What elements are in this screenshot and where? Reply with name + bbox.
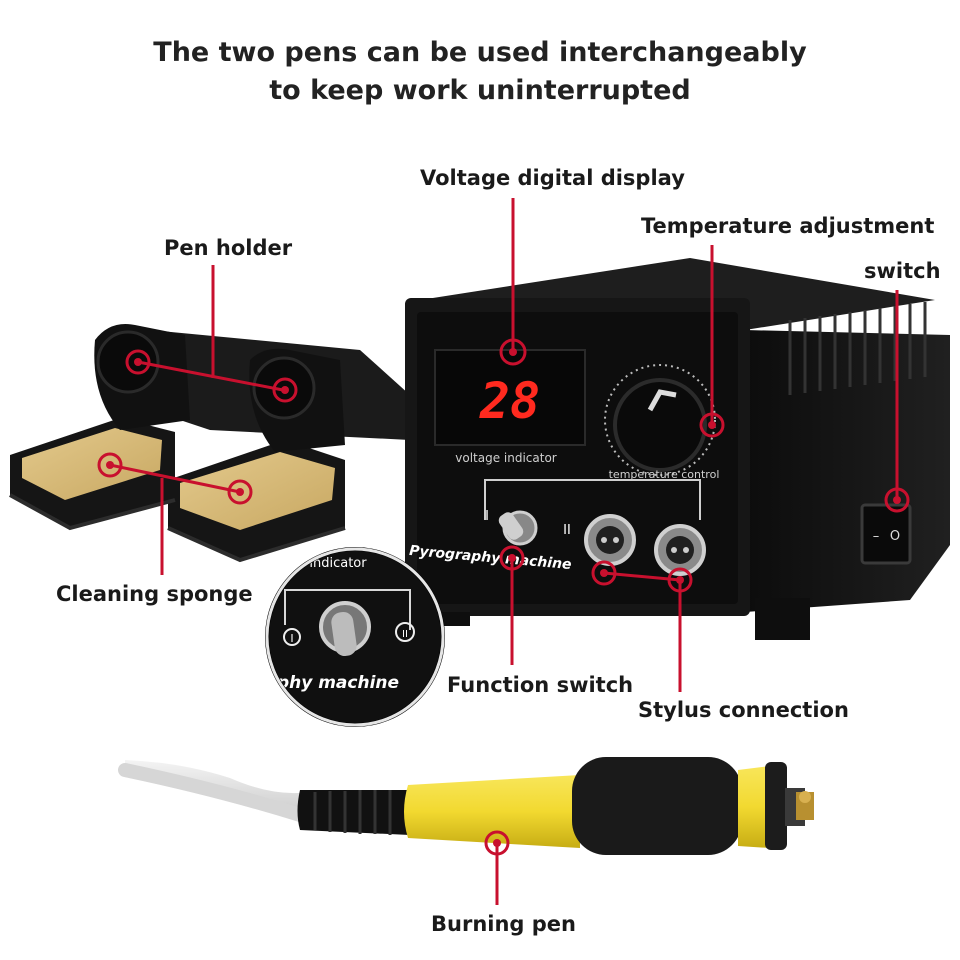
marker-pen-holder-right — [272, 377, 298, 403]
callout-overlay — [109, 198, 899, 905]
knob-pointer — [647, 389, 677, 412]
marker-two: II — [563, 523, 571, 538]
marker-sponge-left — [97, 452, 123, 478]
pen-holder-stand — [9, 324, 410, 563]
svg-text:–: – — [873, 529, 880, 544]
label-voltage-display: Voltage digital display — [420, 166, 685, 190]
marker-temperature-knob — [699, 412, 725, 438]
callout-markers — [97, 338, 910, 856]
inset-indicator-text: indicator — [309, 556, 367, 571]
label-switch: switch — [864, 259, 941, 283]
sponge-right — [180, 452, 335, 530]
burning-pen — [118, 757, 814, 855]
power-switch — [860, 503, 912, 565]
svg-text:I: I — [290, 632, 293, 645]
marker-voltage-display — [499, 338, 527, 366]
inset-machine-text: phy machine — [276, 673, 399, 693]
voltage-display-value: 28 — [479, 372, 540, 430]
pyrography-machine: 28 voltage indicator temperature control… — [405, 258, 950, 640]
marker-burning-pen — [484, 830, 510, 856]
voltage-display — [434, 349, 586, 446]
label-stylus-connection: Stylus connection — [638, 698, 849, 722]
label-function-switch: Function switch — [447, 673, 634, 697]
svg-text:II: II — [402, 629, 408, 640]
marker-power-switch — [884, 487, 910, 513]
label-burning-pen: Burning pen — [431, 912, 576, 936]
temperature-knob — [613, 378, 707, 472]
marker-function-switch — [499, 545, 525, 571]
knob-scale — [604, 364, 716, 476]
marker-stylus-port-1 — [591, 560, 617, 586]
label-cleaning-sponge: Cleaning sponge — [56, 582, 253, 606]
label-temperature-adjustment: Temperature adjustment — [641, 214, 935, 238]
marker-pen-holder-left — [125, 349, 151, 375]
svg-text:O: O — [890, 529, 900, 544]
label-pen-holder: Pen holder — [164, 236, 293, 260]
voltage-caption: voltage indicator — [455, 451, 557, 465]
header-line-2: to keep work uninterrupted — [269, 75, 691, 106]
header-line-1: The two pens can be used interchangeably — [153, 37, 807, 68]
marker-one: I — [485, 509, 489, 524]
sponge-left — [22, 428, 162, 500]
marker-sponge-right — [227, 479, 253, 505]
temperature-caption: temperature control — [609, 468, 720, 481]
marker-stylus-port-2 — [667, 567, 693, 593]
zoom-inset: indicator I II phy machine — [265, 547, 445, 727]
